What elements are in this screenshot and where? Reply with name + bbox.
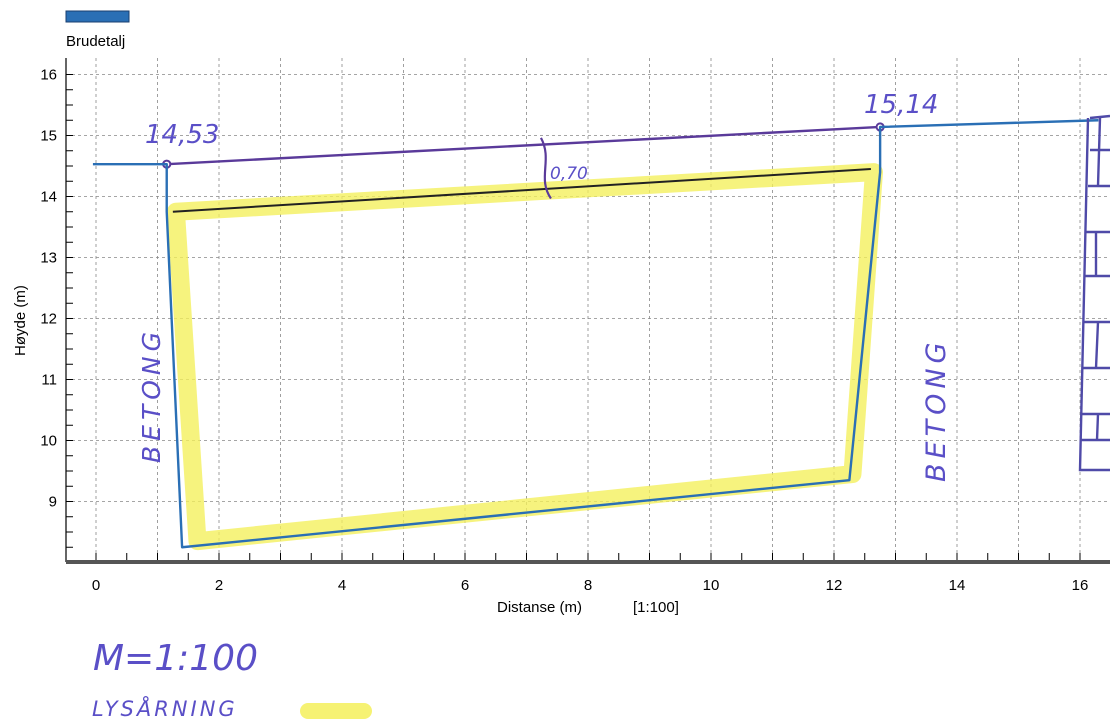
y-tick-label: 15 (40, 128, 57, 145)
x-axis-title: Distanse (m) (497, 599, 582, 616)
highlight-outline (166, 163, 883, 551)
x-axis-scale-label: [1:100] (633, 599, 679, 616)
minor-ticks (66, 74, 1081, 560)
legend-label: Brudetalj (66, 33, 125, 50)
material-label-left: BETONG (137, 327, 166, 463)
inner-line (172, 168, 871, 213)
x-tick-label: 4 (338, 577, 346, 594)
y-tick-label: 14 (40, 189, 57, 206)
plot-area: 0 2 4 6 8 10 12 14 16 9 10 11 12 13 14 15 16 (40, 58, 1110, 594)
x-tick-label: 12 (826, 577, 843, 594)
y-tick-label: 16 (40, 67, 57, 84)
point-label-right: 15,14 (864, 90, 938, 120)
material-label-right: BETONG (921, 338, 952, 482)
grid (66, 58, 1110, 560)
x-tick-label: 0 (92, 577, 100, 594)
dimension-bracket (539, 137, 552, 200)
series-line-brudetalj (92, 119, 1099, 549)
point-label-left: 14,53 (145, 120, 219, 150)
y-tick-labels: 9 10 11 12 13 14 15 16 (40, 67, 57, 511)
top-line (166, 125, 881, 166)
y-tick-label: 11 (41, 372, 57, 389)
lysarning-swatch (300, 703, 372, 719)
scale-note: M=1:100 (93, 638, 258, 679)
legend-swatch (65, 10, 130, 23)
lysarning-label: LYSÅRNING (92, 695, 238, 721)
x-tick-label: 16 (1072, 577, 1089, 594)
x-tick-labels: 0 2 4 6 8 10 12 14 16 (92, 577, 1089, 594)
series-layer (92, 119, 1099, 549)
wall-sketch (1078, 114, 1110, 472)
x-tick-label: 6 (461, 577, 469, 594)
y-tick-label: 12 (40, 311, 57, 328)
legend: Brudetalj (65, 10, 130, 50)
y-tick-label: 13 (40, 250, 57, 267)
x-tick-label: 14 (949, 577, 966, 594)
x-tick-label: 2 (215, 577, 223, 594)
x-tick-label: 10 (703, 577, 720, 594)
dimension-label: 0,70 (550, 164, 588, 184)
y-tick-label: 9 (49, 494, 57, 511)
highlight-layer (166, 163, 883, 551)
x-tick-label: 8 (584, 577, 592, 594)
y-tick-label: 10 (40, 433, 57, 450)
y-axis-title: Høyde (m) (12, 285, 29, 356)
